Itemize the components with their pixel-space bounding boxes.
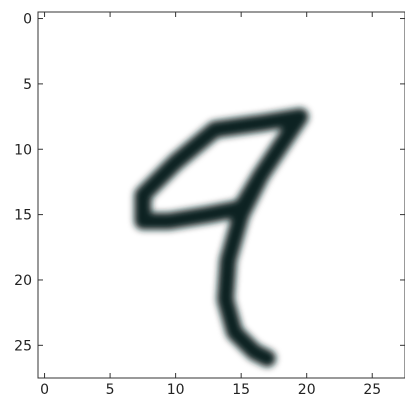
x-tick-label: 20	[298, 382, 316, 398]
y-tick-label: 15	[14, 208, 32, 224]
axes-frame	[37, 11, 405, 379]
y-tick-label: 5	[23, 77, 32, 93]
y-tick-label: 20	[14, 273, 32, 289]
plot-background	[38, 12, 405, 378]
digit-ink	[134, 108, 309, 367]
x-tick-label: 10	[167, 382, 185, 398]
x-tick-label: 25	[363, 382, 381, 398]
axis-ticks: 0 5 10 15 20 25 0 5 10 15 20 25	[14, 12, 405, 398]
x-tick-label: 5	[106, 382, 115, 398]
x-tick-label: 0	[40, 382, 49, 398]
digit-stroke-stem	[216, 166, 276, 367]
y-tick-label: 0	[23, 12, 32, 28]
y-tick-label: 10	[14, 142, 32, 158]
x-tick-label: 15	[232, 382, 250, 398]
y-tick-label: 25	[14, 338, 32, 354]
